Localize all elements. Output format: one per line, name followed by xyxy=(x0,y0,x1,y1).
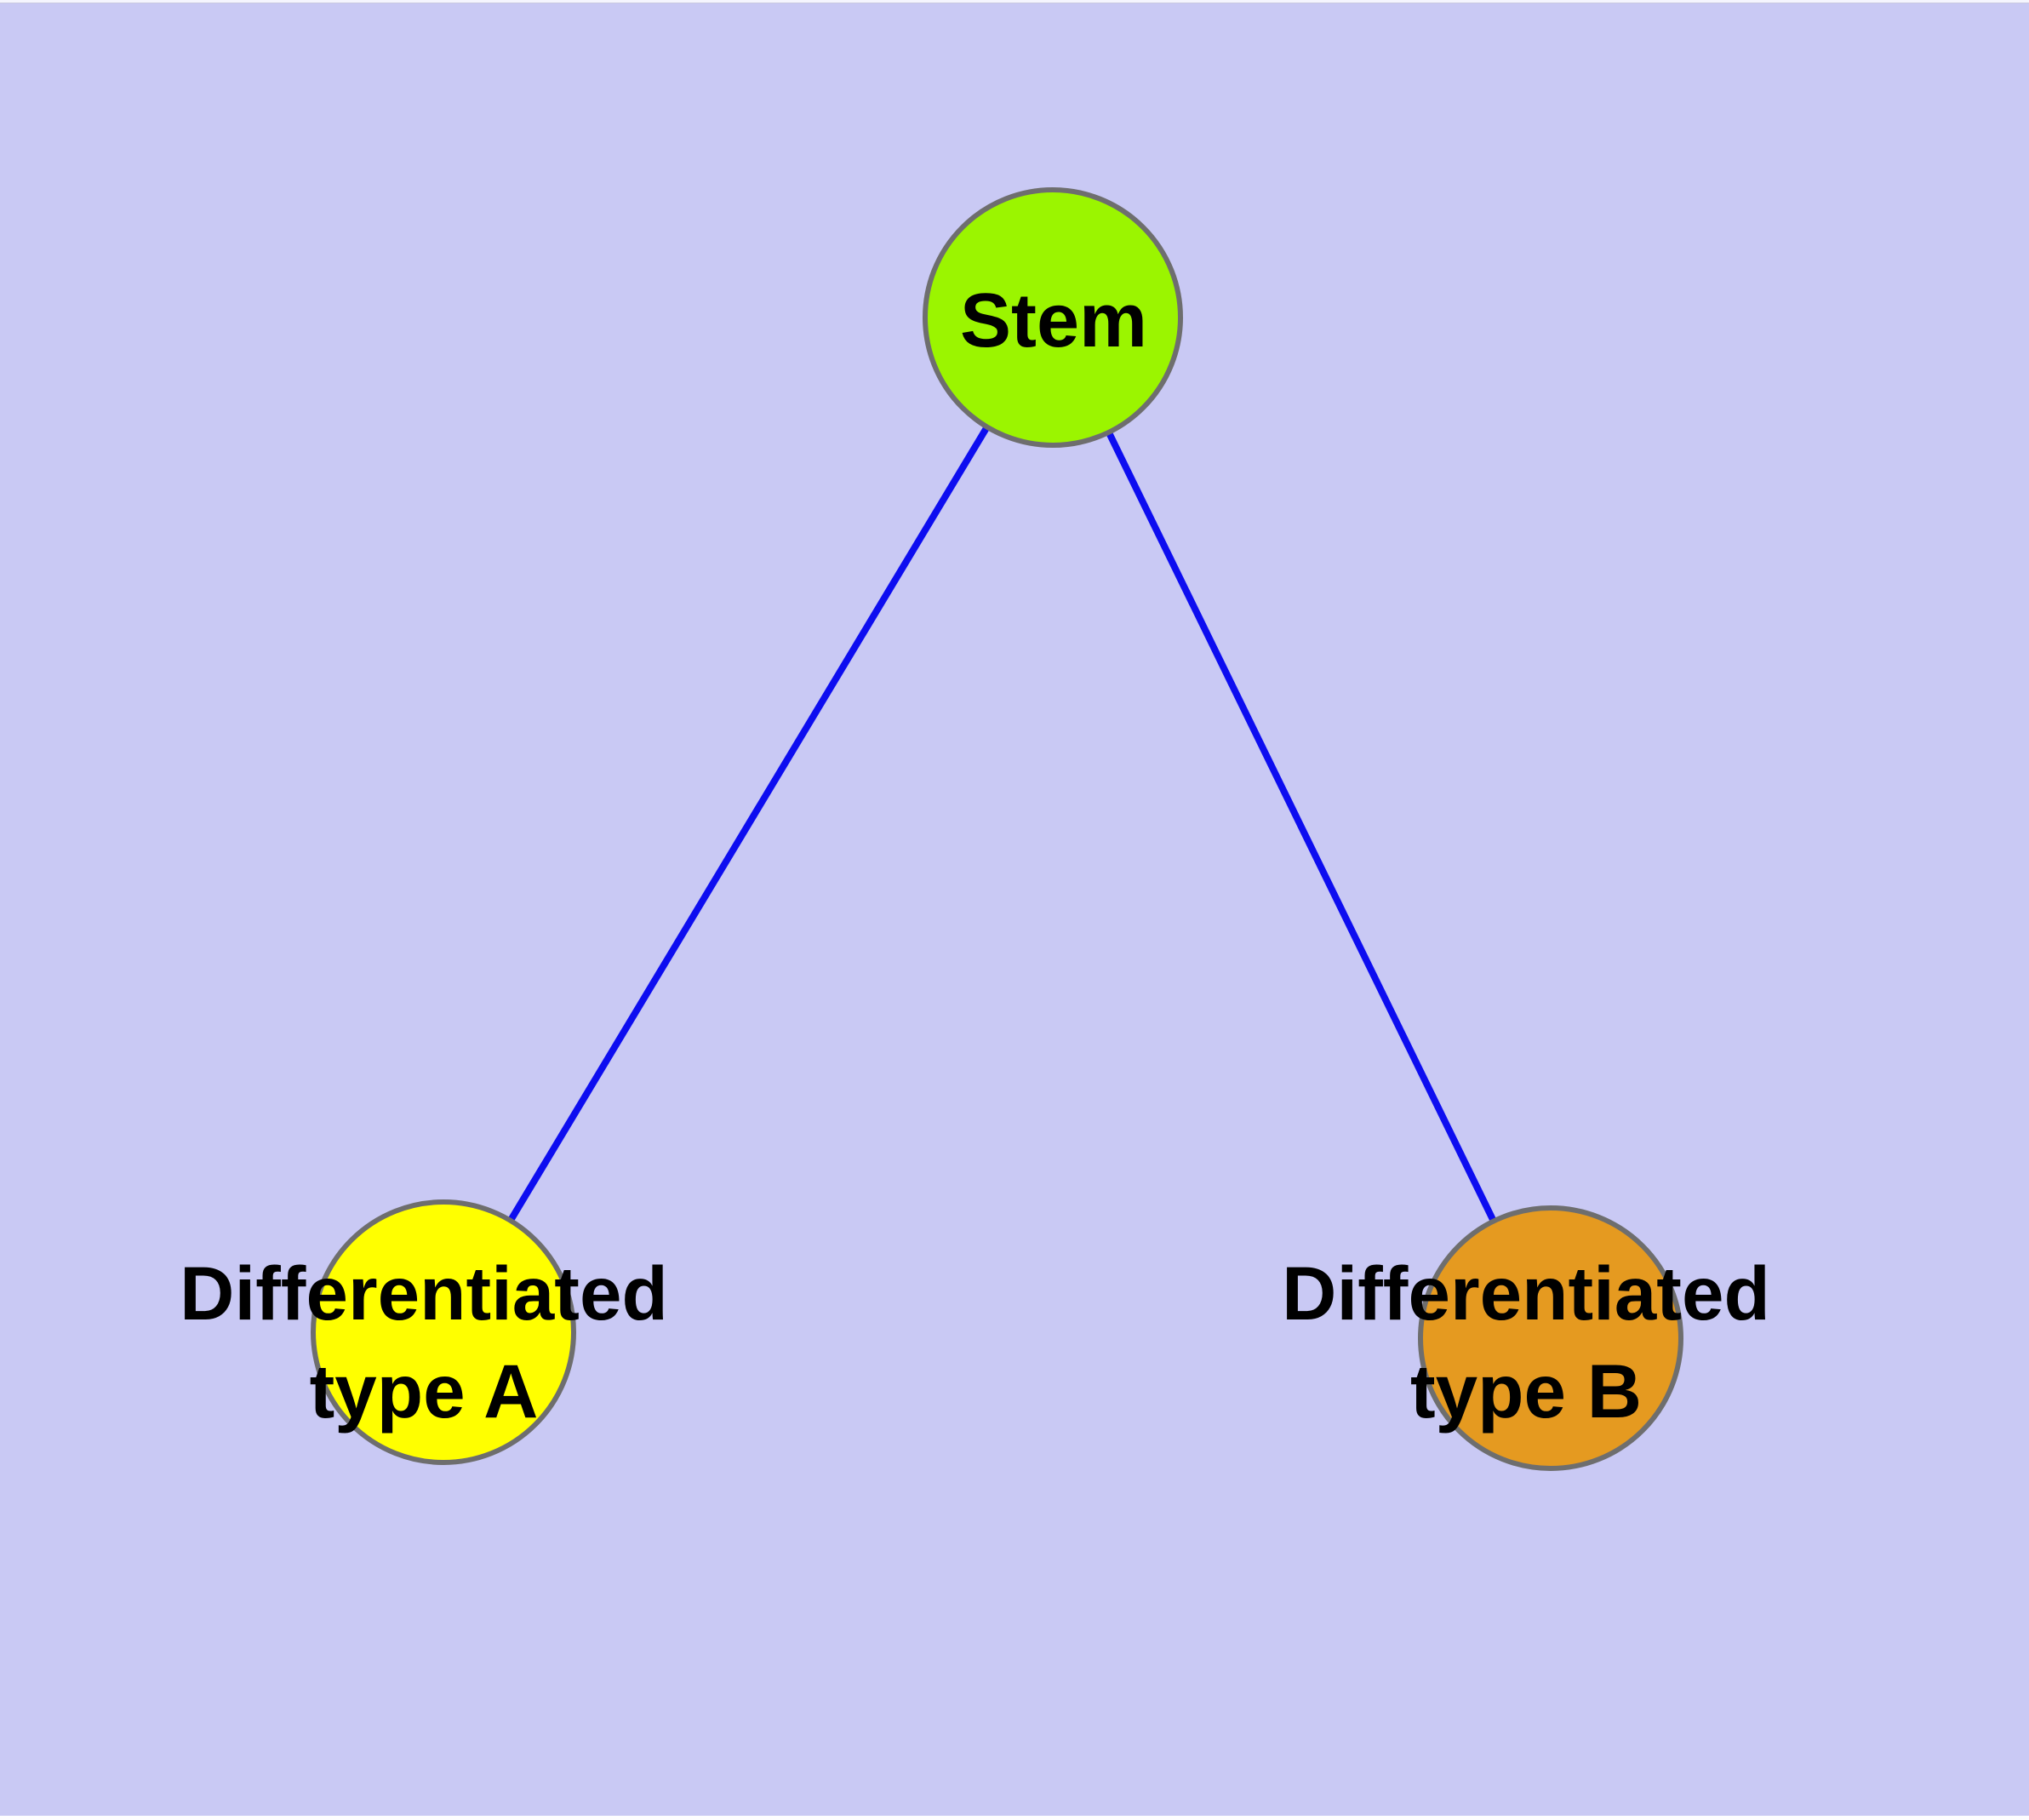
edge-stem-to-type-b xyxy=(1049,316,1554,1340)
node-type-b: Differentiated type B xyxy=(1282,1205,1770,1471)
node-type-b-label-line2: type B xyxy=(1410,1348,1642,1434)
window-bottom-edge xyxy=(0,1816,2029,1820)
node-type-a-circle xyxy=(311,1199,576,1465)
node-type-b-circle xyxy=(1418,1205,1683,1471)
node-stem-circle xyxy=(923,187,1183,448)
node-type-b-label-line1: Differentiated xyxy=(1282,1251,1770,1336)
window-top-edge xyxy=(0,0,2029,3)
edge-stem-to-type-a xyxy=(440,315,1056,1335)
edge-group xyxy=(440,315,1554,1340)
node-type-a-label-line1: Differentiated xyxy=(180,1251,668,1336)
node-stem: Stem xyxy=(923,187,1183,448)
node-type-a: Differentiated type A xyxy=(180,1199,668,1465)
node-stem-label: Stem xyxy=(960,278,1147,363)
node-type-a-label-line2: type A xyxy=(310,1348,539,1434)
